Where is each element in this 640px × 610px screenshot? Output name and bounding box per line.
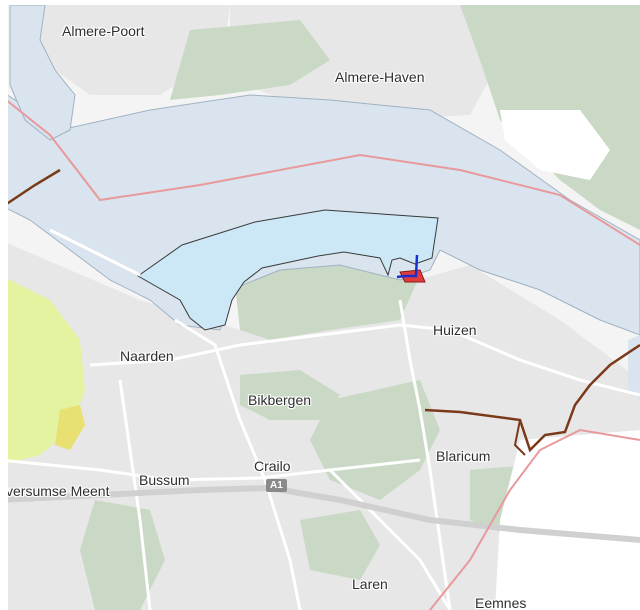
border-line-water [0,94,640,246]
label-eemnes: Eemnes [475,595,527,610]
label-hilversumse-meent: versumse Meent [6,483,110,499]
farmland-northeast [500,110,610,180]
highlight-water-region [137,209,439,331]
label-blaricum: Blaricum [436,448,491,464]
road-shield-a1: A1 [266,479,287,492]
forest-huizen-west [235,255,420,340]
label-bikbergen: Bikbergen [248,392,312,408]
frame-left [0,0,8,610]
label-laren: Laren [352,576,388,592]
label-crailo: Crailo [254,458,291,474]
label-almere-haven: Almere-Haven [335,69,425,85]
boundary-east [424,343,640,453]
label-bussum: Bussum [139,472,190,488]
highway-a1 [0,484,640,543]
label-huizen: Huizen [433,322,477,338]
marker-blue-line [396,254,419,279]
road-network [0,228,640,610]
boundary-northwest [4,168,61,207]
label-almere-poort: Almere-Poort [62,23,145,39]
frame-top [0,0,640,5]
forest-almere-south [170,20,330,100]
label-naarden: Naarden [120,348,174,364]
boundary-southeast [513,419,526,456]
forest-bikbergen [240,370,340,420]
farmland-east [495,430,640,610]
border-line-east [429,428,640,610]
forest-bussum-south [80,500,165,610]
protected-area-small [55,405,85,450]
water-poort-channel [9,4,76,141]
forest-laren [300,510,380,580]
